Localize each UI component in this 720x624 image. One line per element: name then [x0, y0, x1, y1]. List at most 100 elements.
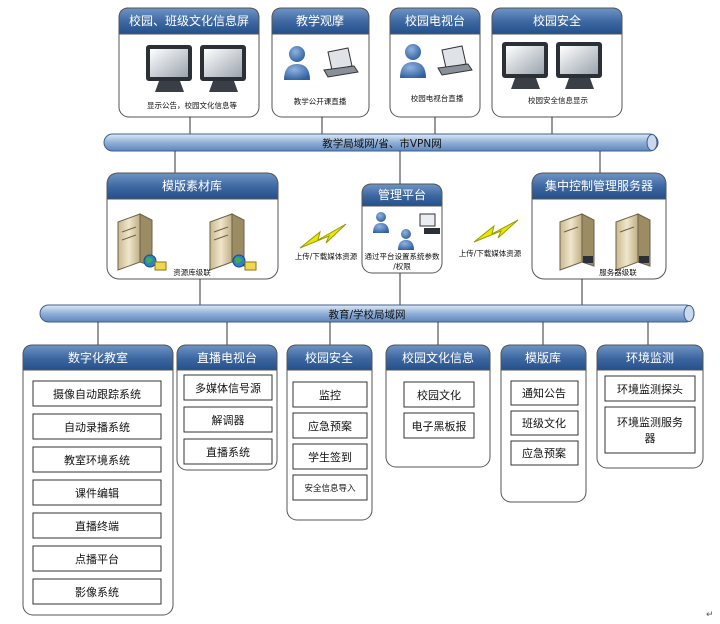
item-box [292, 381, 368, 408]
bottom-box-campus-safety: 校园安全 监控 应急预案 学生签到 安全信息导入 [286, 344, 373, 521]
item-label: 通知公告 [522, 386, 566, 400]
item-box [32, 446, 162, 473]
desktop-computer-icon [419, 213, 440, 234]
server-icon [559, 213, 595, 271]
item-box [292, 412, 368, 439]
item-box [183, 374, 273, 401]
top-box-title: 校园、班级文化信息屏 [129, 13, 249, 28]
laptop-icon [323, 47, 359, 78]
item-box [403, 381, 475, 408]
mid-box-caption-line1: 通过平台设置系统参数 [365, 251, 440, 261]
person-icon [400, 44, 426, 78]
item-box [510, 380, 579, 406]
mid-box-caption-line2: /权限 [393, 261, 411, 271]
item-label: 摄像自动跟踪系统 [53, 387, 141, 401]
item-label-line2: 器 [645, 432, 656, 445]
item-label: 应急预案 [308, 419, 352, 433]
laptop-icon [437, 45, 473, 76]
item-box [604, 406, 696, 454]
mid-box-caption: 资源库级联 [173, 267, 211, 277]
monitor-icon [556, 42, 602, 89]
item-label: 解调器 [212, 413, 245, 427]
monitor-icon [200, 45, 246, 92]
item-box [32, 479, 162, 506]
mid-connectors-top [174, 151, 601, 184]
folder-icon [154, 261, 167, 271]
top-box-title: 校园安全 [533, 13, 581, 28]
bottom-box-digital-classroom: 数字化教室 摄像自动跟踪系统 自动录播系统 教室环境系统 课件编辑 直播终端 点… [22, 344, 174, 616]
server-icon [615, 213, 651, 271]
item-label: 直播终端 [75, 519, 119, 533]
bottom-box-title: 数字化教室 [68, 350, 128, 365]
top-box-info-screen: 校园、班级文化信息屏 显示公告，校园文化信息等 [118, 7, 260, 118]
monitor-icon [146, 45, 192, 92]
top-box-caption: 校园安全信息显示 [528, 95, 588, 105]
item-label: 自动录播系统 [64, 420, 130, 434]
top-box-caption: 显示公告，校园文化信息等 [147, 100, 237, 110]
mid-box-central-control-server: 集中控制管理服务器 服务器级联 [531, 172, 667, 280]
bottom-box-title: 校园文化信息 [402, 350, 474, 365]
item-label: 教室环境系统 [64, 453, 130, 467]
top-box-campus-safety: 校园安全 校园安全信息显示 [491, 7, 623, 118]
lightning-bolt-icon [473, 219, 519, 243]
bus-bottom-label: 教育/学校局域网 [328, 308, 405, 321]
item-label: 点播平台 [75, 552, 119, 566]
link-label-right: 上传/下载媒体资源 [459, 248, 522, 258]
globe-icon [143, 254, 157, 268]
monitor-icon [502, 42, 548, 89]
item-label-line1: 环境监测服务 [617, 415, 683, 429]
bottom-connectors [97, 322, 649, 345]
server-icon [117, 213, 153, 271]
top-box-teaching-observation: 教学观摩 教学公开课直播 [271, 7, 370, 118]
mid-connectors-bottom [199, 273, 583, 305]
item-label: 应急预案 [522, 446, 566, 460]
item-label: 影像系统 [75, 586, 119, 599]
item-box [183, 406, 273, 433]
top-box-title: 教学观摩 [296, 13, 344, 28]
paragraph-mark: ↵ [706, 610, 714, 620]
top-box-caption: 教学公开课直播 [294, 96, 347, 106]
item-box [32, 578, 162, 605]
link-label-left: 上传/下载媒体资源 [295, 251, 358, 261]
bottom-box-title: 模版库 [525, 350, 561, 365]
item-label: 多媒体信号源 [195, 381, 261, 395]
person-icon [284, 46, 310, 80]
mid-box-title: 管理平台 [378, 187, 426, 202]
top-connectors [189, 117, 553, 134]
item-box [183, 438, 273, 465]
bottom-box-template-library: 模版库 通知公告 班级文化 应急预案 [500, 344, 587, 503]
bottom-box-live-tv: 直播电视台 多媒体信号源 解调器 直播系统 [176, 344, 278, 471]
mid-box-management-platform: 管理平台 通过平台设置系统参数 /权限 [361, 183, 443, 274]
item-label: 环境监测探头 [617, 382, 683, 396]
item-label: 电子黑板报 [412, 419, 467, 433]
item-label: 直播系统 [206, 445, 250, 459]
top-box-caption: 校园电视台直播 [411, 93, 464, 103]
mid-box-title: 模版素材库 [162, 178, 222, 193]
item-box [604, 375, 696, 402]
item-label: 课件编辑 [75, 486, 119, 500]
item-box [292, 443, 368, 470]
top-box-title: 校园电视台 [405, 13, 465, 28]
item-box [403, 412, 475, 439]
item-box [510, 410, 579, 436]
bus-bottom: 教育/学校局域网 [39, 304, 695, 323]
item-box [292, 474, 368, 501]
item-label: 班级文化 [522, 416, 566, 430]
item-box [32, 512, 162, 539]
mid-box-title: 集中控制管理服务器 [545, 178, 653, 193]
item-box [32, 413, 162, 440]
item-label: 监控 [319, 388, 341, 402]
item-label: 安全信息导入 [304, 483, 356, 494]
item-box [510, 440, 579, 466]
bottom-box-environment-monitoring: 环境监测 环境监测探头 环境监测服务 器 [596, 344, 704, 469]
server-icon [209, 213, 245, 271]
bottom-box-campus-culture-info: 校园文化信息 校园文化 电子黑板报 [385, 344, 491, 468]
lightning-bolt-icon [299, 223, 347, 249]
mid-box-template-library: 模版素材库 资源库级联 [106, 172, 279, 280]
bus-top-label: 教学局域网/省、市VPN网 [322, 137, 441, 150]
bottom-box-title: 校园安全 [305, 350, 353, 365]
bottom-box-title: 直播电视台 [197, 350, 257, 365]
person-icon [398, 229, 414, 250]
item-box [32, 545, 162, 572]
